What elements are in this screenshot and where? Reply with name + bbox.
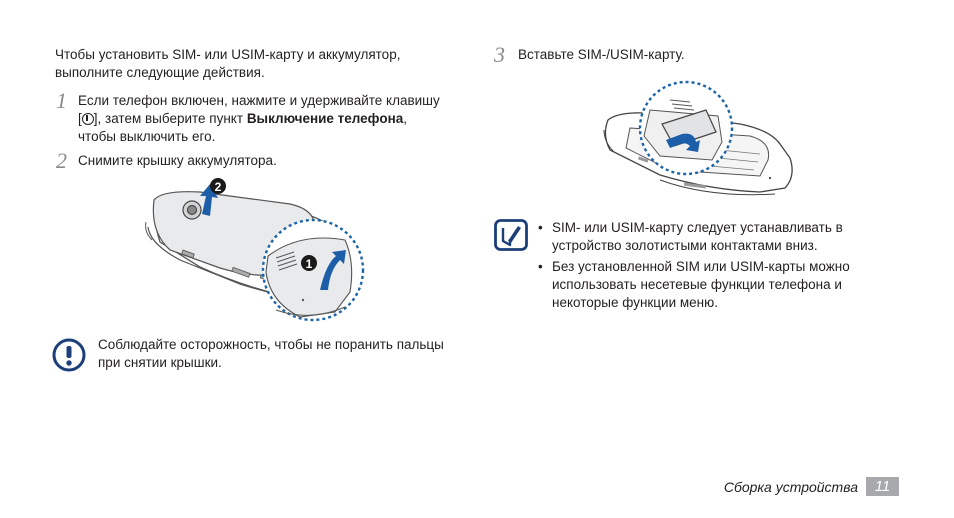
- note-pencil-icon: [494, 219, 528, 251]
- sim-insertion-illustration: [603, 80, 793, 196]
- step-1-number: 1: [56, 88, 67, 113]
- step-1-line-1: Если телефон включен, нажмите и удержива…: [78, 93, 440, 108]
- bullet-2: •: [538, 259, 543, 274]
- intro-text: Чтобы установить SIM- или USIM-карту и а…: [55, 46, 400, 82]
- exclamation-icon: [52, 338, 86, 372]
- note-1-line-2: устройство золотистыми контактами вниз.: [552, 238, 818, 253]
- caution-line-2: при снятии крышки.: [98, 355, 222, 370]
- note-2-line-2: использовать несетевые функции телефона …: [552, 277, 842, 292]
- caution-line-1: Соблюдайте осторожность, чтобы не порани…: [98, 337, 444, 352]
- caution-text: Соблюдайте осторожность, чтобы не порани…: [98, 336, 478, 372]
- bullet-1: •: [538, 220, 543, 235]
- intro-line-2: выполните следующие действия.: [55, 65, 265, 80]
- intro-line-1: Чтобы установить SIM- или USIM-карту и а…: [55, 47, 401, 62]
- callout-2-label: 2: [215, 180, 222, 194]
- footer-section-title: Сборка устройства: [723, 479, 858, 495]
- step-1-line-2: [], затем выберите пункт Выключение теле…: [78, 111, 407, 126]
- step-3-text: Вставьте SIM-/USIM-карту.: [518, 47, 685, 62]
- note-2-line-1: Без установленной SIM или USIM-карты мож…: [552, 259, 850, 274]
- step-2-number: 2: [56, 148, 67, 173]
- power-icon: [81, 113, 94, 125]
- step-3-number: 3: [494, 42, 505, 67]
- note-1-line-1: SIM- или USIM-карту следует устанавливат…: [552, 220, 843, 235]
- step-1-line-3: чтобы выключить его.: [78, 129, 216, 144]
- battery-cover-removal-illustration: 2 1: [145, 178, 365, 322]
- step-1-text: Если телефон включен, нажмите и удержива…: [78, 92, 468, 146]
- power-off-item: Выключение телефона: [246, 111, 404, 126]
- callout-2-badge: [210, 178, 226, 194]
- callout-1-label: 1: [306, 257, 313, 271]
- callout-1-badge: [301, 255, 317, 271]
- note-2-line-3: некоторые функции меню.: [552, 295, 718, 310]
- note-item-1: • SIM- или USIM-карту следует устанавлив…: [538, 219, 882, 255]
- page-number: 11: [866, 477, 899, 496]
- step-2-text: Снимите крышку аккумулятора.: [78, 153, 277, 168]
- note-item-2: • Без установленной SIM или USIM-карты м…: [538, 258, 882, 312]
